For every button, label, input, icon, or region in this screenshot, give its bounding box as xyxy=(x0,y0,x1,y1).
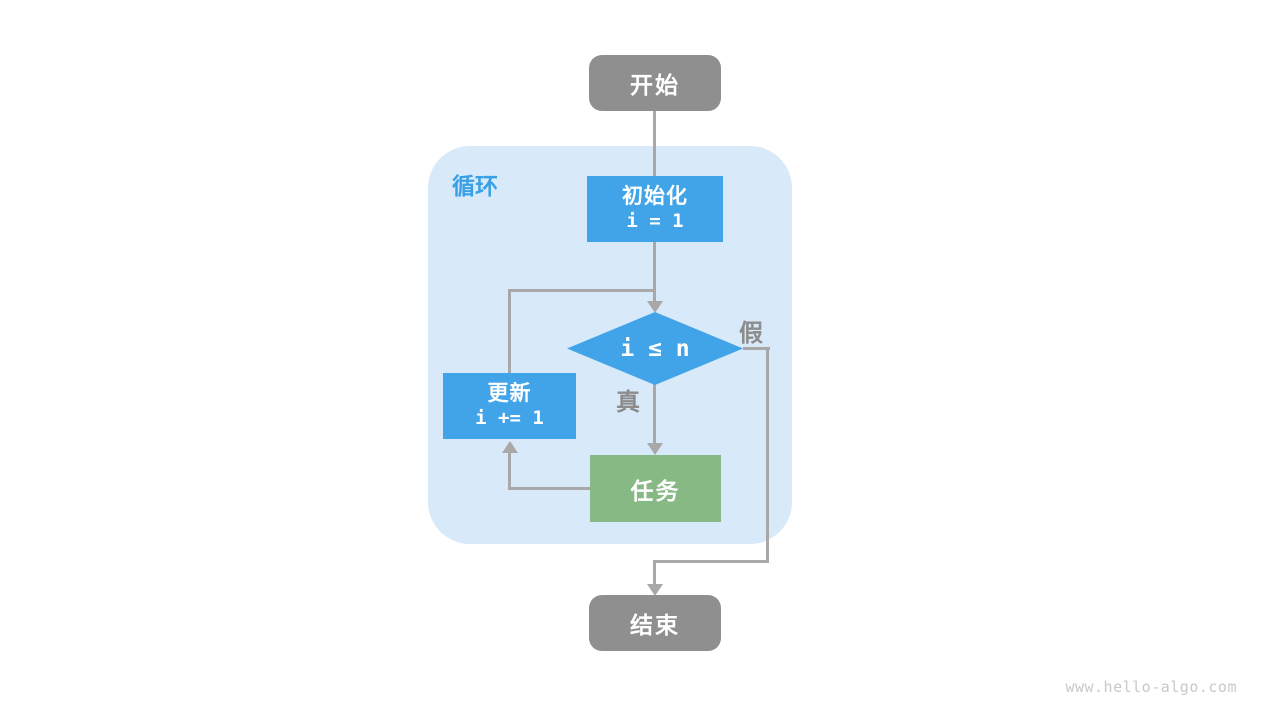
edge-label-false: 假 xyxy=(739,319,763,347)
node-init-code: i = 1 xyxy=(626,210,684,233)
node-start: 开始 xyxy=(589,55,721,111)
edge-init-to-condition xyxy=(653,242,656,303)
node-update: 更新 i += 1 xyxy=(443,373,576,439)
edge-update-feedback-vertical xyxy=(508,289,511,373)
node-update-label: 更新 xyxy=(487,381,532,406)
node-condition-label: i ≤ n xyxy=(620,335,690,362)
edge-task-to-update-vertical xyxy=(508,451,511,489)
edge-task-to-update-horizontal xyxy=(508,487,592,490)
node-task: 任务 xyxy=(590,455,721,522)
edge-false-branch-down xyxy=(766,347,769,563)
arrowhead-into-task xyxy=(647,443,663,455)
edge-start-to-init xyxy=(653,111,656,176)
node-end: 结束 xyxy=(589,595,721,651)
edge-condition-to-task xyxy=(653,384,656,443)
edge-label-true: 真 xyxy=(616,388,640,416)
arrowhead-into-end xyxy=(647,584,663,596)
arrowhead-into-update xyxy=(502,441,518,453)
node-init-label: 初始化 xyxy=(622,184,688,209)
edge-update-feedback-horizontal xyxy=(508,289,656,292)
node-init: 初始化 i = 1 xyxy=(587,176,723,242)
node-end-label: 结束 xyxy=(630,613,680,639)
watermark: www.hello-algo.com xyxy=(1065,678,1237,696)
loop-label: 循环 xyxy=(452,174,498,200)
edge-false-branch-to-end xyxy=(653,560,656,585)
node-task-label: 任务 xyxy=(630,478,681,505)
node-start-label: 开始 xyxy=(630,73,680,99)
arrowhead-into-condition xyxy=(647,301,663,313)
node-update-code: i += 1 xyxy=(475,407,544,430)
edge-false-branch-out xyxy=(743,347,770,350)
edge-false-branch-across xyxy=(653,560,769,563)
